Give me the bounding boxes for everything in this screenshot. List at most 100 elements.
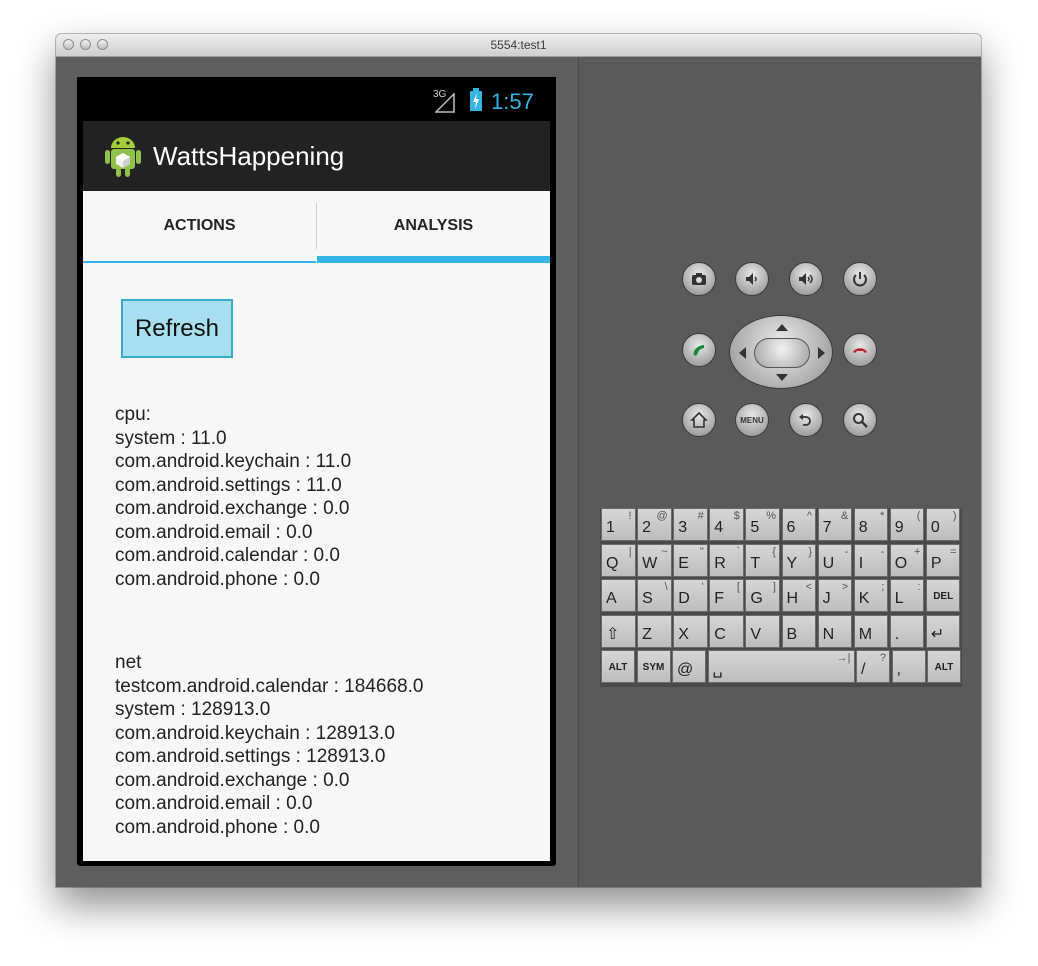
key-alt-label: \ [664, 581, 668, 593]
key-t[interactable]: T{ [745, 544, 780, 577]
dpad[interactable] [729, 315, 833, 389]
key-a[interactable]: A [601, 579, 636, 612]
key-symbol[interactable]: ⇧ [601, 615, 636, 648]
key-3[interactable]: 3# [673, 508, 708, 541]
key-label: P [930, 555, 942, 572]
key-f[interactable]: F[ [709, 579, 744, 612]
key-e[interactable]: E" [673, 544, 708, 577]
key-g[interactable]: G] [745, 579, 780, 612]
key-8[interactable]: 8* [853, 508, 889, 541]
key-n[interactable]: N [817, 615, 853, 648]
cpu-line: com.android.calendar : 0.0 [115, 545, 340, 566]
key-alt-label: ^ [806, 510, 813, 522]
key-4[interactable]: 4$ [709, 508, 744, 541]
key-6[interactable]: 6^ [781, 508, 817, 541]
menu-button[interactable]: MENU [735, 403, 769, 437]
key-m[interactable]: M [853, 615, 889, 648]
key-alt-label: * [880, 510, 885, 522]
tab-actions[interactable]: ACTIONS [83, 191, 316, 263]
volume-up-button[interactable] [789, 262, 823, 296]
close-window-button[interactable] [63, 39, 74, 50]
home-button[interactable] [682, 403, 716, 437]
key-symbol[interactable]: ␣→| [707, 650, 855, 683]
dpad-down-icon[interactable] [776, 374, 788, 381]
key-w[interactable]: W~ [637, 544, 672, 577]
key-h[interactable]: H< [781, 579, 817, 612]
refresh-button[interactable]: Refresh [121, 299, 233, 358]
key-label: Q [606, 555, 619, 572]
key-alt-label: | [628, 546, 632, 558]
volume-down-button[interactable] [735, 262, 769, 296]
key-alt-label: } [808, 546, 813, 558]
key-1[interactable]: 1! [601, 508, 636, 541]
minimize-window-button[interactable] [80, 39, 91, 50]
key-9[interactable]: 9( [889, 508, 925, 541]
search-button[interactable] [843, 403, 877, 437]
key-sym[interactable]: SYM [636, 650, 671, 683]
key-symbol[interactable]: , [891, 650, 926, 683]
key-k[interactable]: K; [853, 579, 889, 612]
key-symbol[interactable]: . [889, 615, 925, 648]
key-0[interactable]: 0) [925, 508, 961, 541]
key-5[interactable]: 5% [745, 508, 780, 541]
cpu-line: com.android.keychain : 11.0 [115, 451, 352, 472]
key-y[interactable]: Y} [781, 544, 817, 577]
tab-analysis-label: ANALYSIS [393, 217, 474, 234]
end-call-icon [853, 348, 867, 353]
key-del[interactable]: DEL [925, 579, 961, 612]
key-label: ALT [934, 662, 954, 673]
dpad-center-button[interactable] [754, 338, 810, 368]
key-d[interactable]: D' [673, 579, 708, 612]
dpad-right-icon[interactable] [818, 347, 825, 359]
cpu-line: system : 11.0 [115, 427, 227, 449]
key-c[interactable]: C [709, 615, 744, 648]
menu-label: MENU [740, 415, 764, 425]
key-i[interactable]: I- [853, 544, 889, 577]
key-label: K [858, 590, 870, 607]
key-symbol[interactable]: ↵ [925, 615, 961, 648]
back-button[interactable] [789, 403, 823, 437]
key-v[interactable]: V [745, 615, 780, 648]
call-button[interactable] [682, 333, 716, 367]
zoom-window-button[interactable] [97, 39, 108, 50]
key-x[interactable]: X [673, 615, 708, 648]
key-2[interactable]: 2@ [637, 508, 672, 541]
key-label: ⇧ [606, 626, 620, 643]
key-alt-label: : [917, 581, 921, 593]
key-b[interactable]: B [781, 615, 817, 648]
call-icon [693, 345, 704, 356]
key-r[interactable]: R` [709, 544, 744, 577]
key-7[interactable]: 7& [817, 508, 853, 541]
key-u[interactable]: U- [817, 544, 853, 577]
action-bar: WattsHappening [83, 121, 550, 191]
key-j[interactable]: J> [817, 579, 853, 612]
cpu-line: com.android.phone : 0.0 [115, 568, 320, 590]
key-label: 9 [894, 519, 904, 536]
cpu-line: com.android.settings : 11.0 [115, 474, 342, 496]
key-z[interactable]: Z [637, 615, 672, 648]
main-content: ACTIONS ANALYSIS Refresh cpu: system : 1… [83, 191, 550, 861]
key-q[interactable]: Q| [601, 544, 636, 577]
key-label: R [714, 555, 726, 572]
end-call-button[interactable] [843, 333, 877, 367]
key-s[interactable]: S\ [637, 579, 672, 612]
key-alt-label: $ [733, 510, 740, 522]
key-o[interactable]: O+ [889, 544, 925, 577]
power-button[interactable] [843, 262, 877, 296]
key-l[interactable]: L: [889, 579, 925, 612]
dpad-up-icon[interactable] [776, 324, 788, 331]
cpu-header: cpu: [115, 404, 151, 425]
tab-analysis[interactable]: ANALYSIS [317, 191, 550, 263]
key-symbol[interactable]: /? [856, 650, 890, 683]
key-alt[interactable]: ALT [601, 650, 635, 683]
key-alt[interactable]: ALT [927, 650, 961, 683]
phone-screen: 3G 1:57 [77, 77, 556, 866]
dpad-left-icon[interactable] [739, 347, 746, 359]
key-label: 1 [606, 519, 615, 536]
key-p[interactable]: P= [925, 544, 961, 577]
net-stats: net testcom.android.calendar : 184668.0 … [115, 651, 423, 839]
emulator-controls-panel: MENU 1!2@3#4$5%6^7&8*9(0)Q|W~E"R`T{Y}U-I… [578, 57, 981, 887]
key-label: Y [786, 555, 798, 572]
camera-button[interactable] [682, 262, 716, 296]
key-symbol[interactable]: @ [672, 650, 706, 683]
